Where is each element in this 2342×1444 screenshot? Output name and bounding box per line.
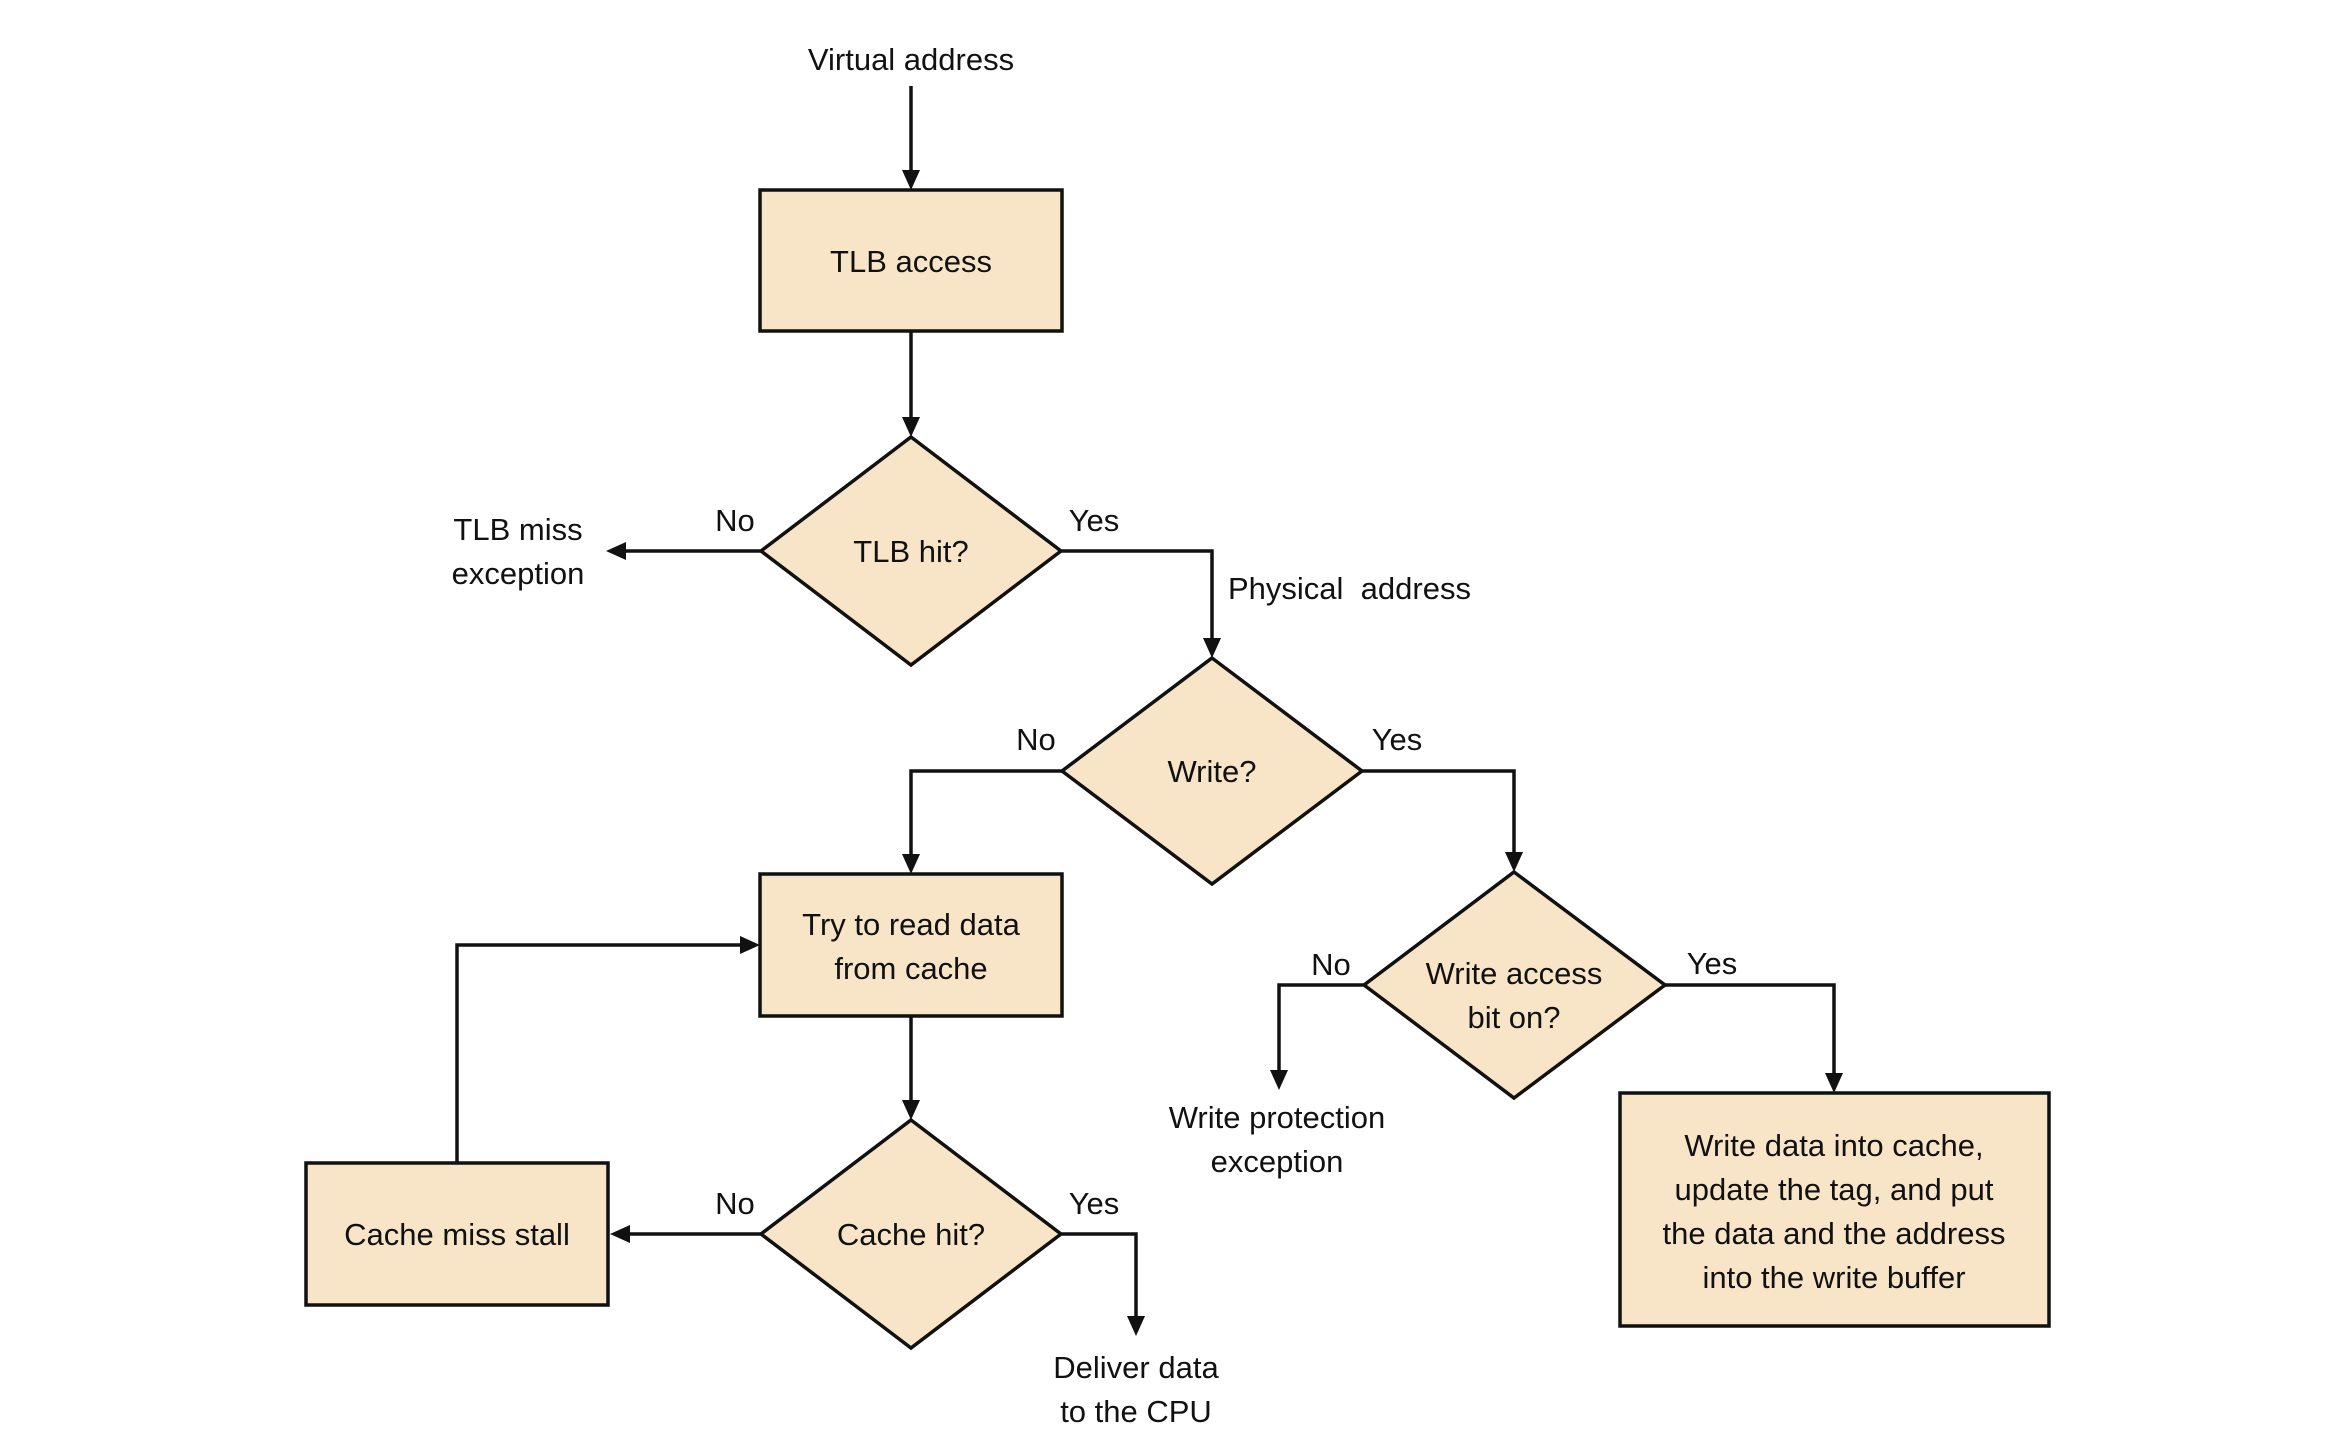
arrowhead <box>902 170 920 190</box>
write-into-cache-box <box>1618 1091 2051 1328</box>
tlb-hit-yes-label: Yes <box>1069 503 1120 538</box>
write-access-label-line1: Write access <box>1426 956 1603 991</box>
arrow-write-yes-to-access <box>1362 769 1516 858</box>
tlb-hit-label: TLB hit? <box>853 534 968 569</box>
arrow-tlb-hit-to-write <box>1061 549 1214 644</box>
arrow-access-yes-to-write-cache <box>1665 983 1836 1079</box>
write-access-label-line2: bit on? <box>1467 1000 1560 1035</box>
cache-miss-stall-label: Cache miss stall <box>344 1217 570 1252</box>
write-access-yes-label: Yes <box>1687 946 1738 981</box>
arrowhead <box>1203 638 1221 658</box>
write-access-decision <box>1361 869 1668 1101</box>
arrow-access-no-to-protection <box>1277 983 1364 1076</box>
arrowhead <box>1505 852 1523 872</box>
arrowhead <box>1127 1316 1145 1336</box>
tlb-access-label: TLB access <box>830 244 992 279</box>
write-into-cache-label-line1: Write data into cache, <box>1684 1128 1983 1163</box>
cache-miss-stall-box <box>304 1161 610 1307</box>
write-into-cache-label-line2: update the tag, and put <box>1675 1172 1994 1207</box>
read-cache-label-line1: Try to read data <box>802 907 1020 942</box>
arrowhead <box>902 854 920 874</box>
cache-hit-no-label: No <box>715 1186 755 1221</box>
arrow-cache-hit-to-deliver <box>1061 1232 1138 1322</box>
read-cache-label-line2: from cache <box>834 951 987 986</box>
read-cache-box <box>758 872 1064 1018</box>
arrowhead <box>1825 1073 1843 1093</box>
write-into-cache-label-line4: into the write buffer <box>1702 1260 1965 1295</box>
physical-address-label: Physical address <box>1228 571 1471 606</box>
arrowhead <box>610 1225 630 1243</box>
cache-hit-yes-label: Yes <box>1069 1186 1120 1221</box>
cache-hit-decision <box>758 1117 1064 1351</box>
write-access-no-label: No <box>1311 947 1351 982</box>
arrowhead <box>606 542 626 560</box>
tlb-access-box <box>758 188 1064 333</box>
arrowhead <box>740 936 760 954</box>
cache-hit-label: Cache hit? <box>837 1217 985 1252</box>
write-decision <box>1059 655 1365 887</box>
virtual-address-label: Virtual address <box>808 42 1014 77</box>
write-no-label: No <box>1016 722 1056 757</box>
write-yes-label: Yes <box>1372 722 1423 757</box>
deliver-label-line1: Deliver data <box>1053 1350 1219 1385</box>
write-protection-label-line2: exception <box>1211 1144 1344 1179</box>
write-label: Write? <box>1167 754 1256 789</box>
write-into-cache-label-line3: the data and the address <box>1663 1216 2006 1251</box>
tlb-miss-label-line2: exception <box>452 556 585 591</box>
deliver-label-line2: to the CPU <box>1060 1394 1212 1429</box>
tlb-hit-decision <box>758 434 1064 668</box>
arrowhead <box>902 417 920 437</box>
tlb-miss-label-line1: TLB miss <box>453 512 582 547</box>
arrowhead <box>1270 1070 1288 1090</box>
write-protection-label-line1: Write protection <box>1169 1100 1386 1135</box>
arrow-write-no-to-read <box>909 769 1062 860</box>
tlb-hit-no-label: No <box>715 503 755 538</box>
arrow-stall-loop-back <box>455 943 746 1163</box>
arrowhead <box>902 1100 920 1120</box>
